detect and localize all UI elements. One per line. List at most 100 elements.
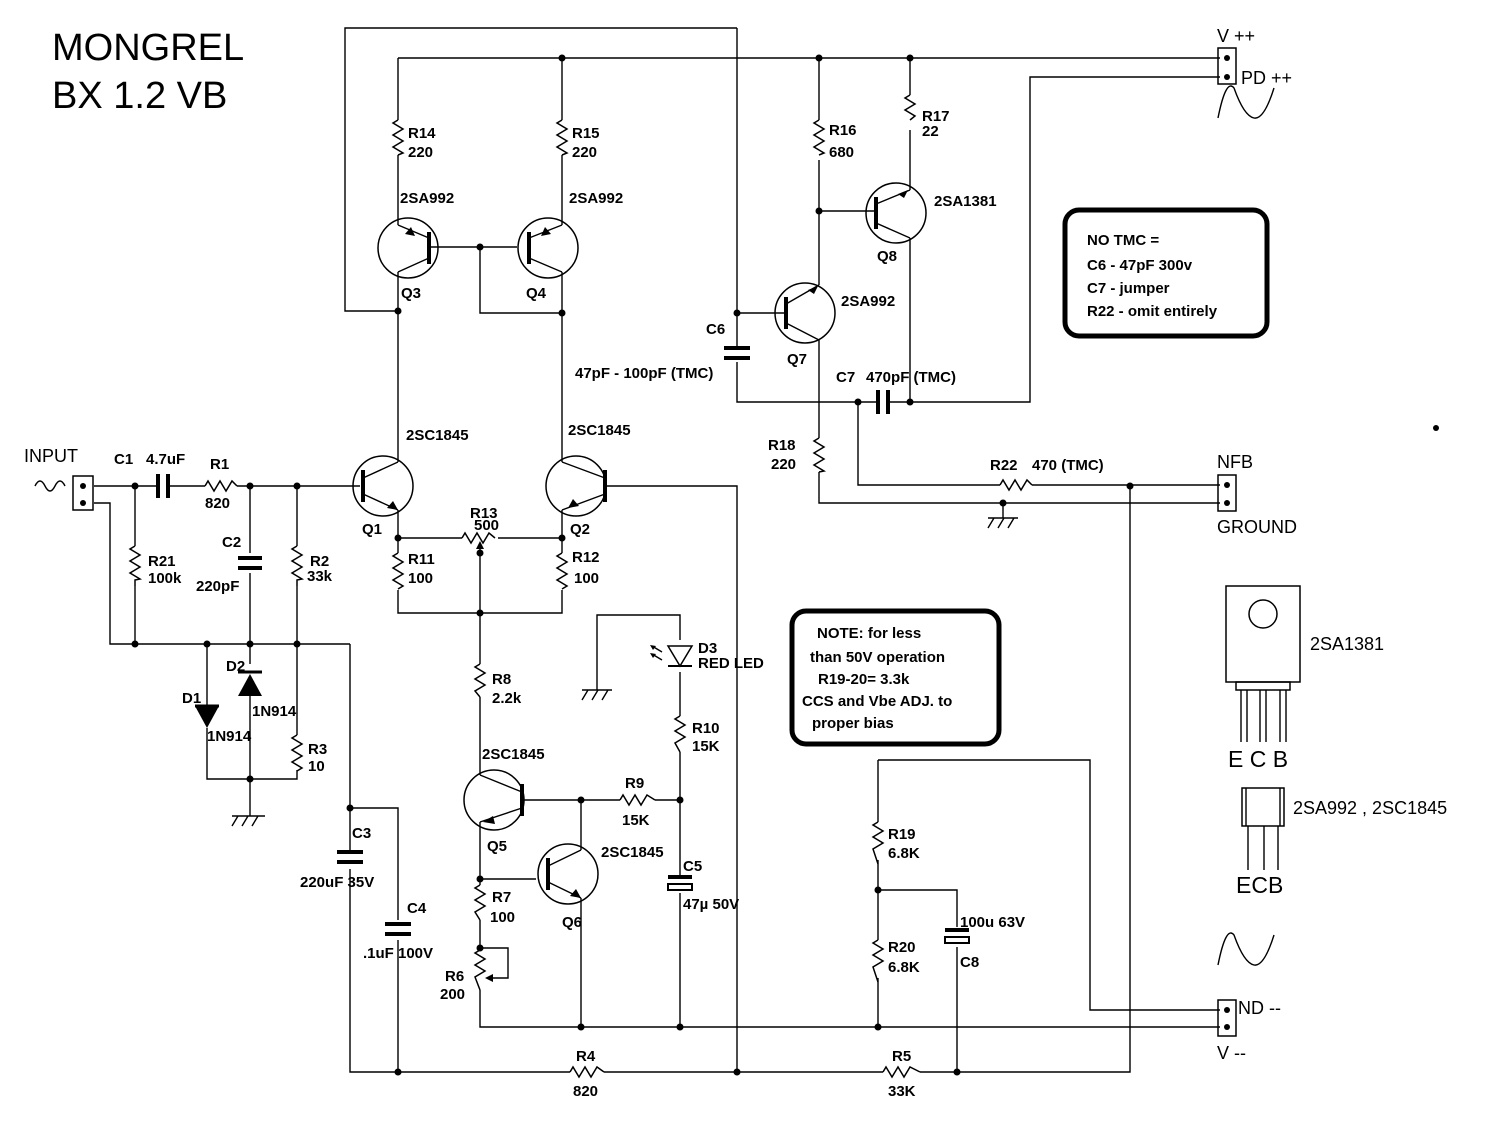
to126-package: [1225, 585, 1301, 742]
q2-ref: Q2: [570, 521, 590, 538]
r11-val: 100: [408, 570, 433, 587]
r9-ref: R9: [625, 775, 644, 792]
conn-ground: GROUND: [1217, 517, 1297, 537]
c6-val: 47pF - 100pF (TMC): [575, 365, 713, 382]
r17-val: 22: [922, 123, 939, 140]
r15-ref: R15: [572, 125, 600, 142]
q7-ref: Q7: [787, 351, 807, 368]
r15-val: 220: [572, 144, 597, 161]
note-50v-line2: than 50V operation: [810, 649, 945, 666]
r6-ref: R6: [445, 968, 464, 985]
pkg-to126-name: 2SA1381: [1310, 634, 1384, 654]
r3-val: 10: [308, 758, 325, 775]
r20-val: 6.8K: [888, 959, 920, 976]
note-tmc-line1: NO TMC =: [1087, 232, 1159, 249]
d2-ref: D2: [226, 658, 245, 675]
q3-ref: Q3: [401, 285, 421, 302]
r4-ref: R4: [576, 1048, 596, 1065]
c3-ref: C3: [352, 825, 371, 842]
transistor-bodies: [352, 182, 927, 905]
r12-ref: R12: [572, 549, 600, 566]
to92-package: [1241, 787, 1285, 870]
r10-ref: R10: [692, 720, 720, 737]
d2-part: 1N914: [252, 703, 297, 720]
pkg-to92-pins: ECB: [1236, 872, 1283, 898]
c7-val: 470pF (TMC): [866, 369, 956, 386]
c8-ref: C8: [960, 954, 979, 971]
c2-ref: C2: [222, 534, 241, 551]
q4-ref: Q4: [526, 285, 547, 302]
r18-val: 220: [771, 456, 796, 473]
c1-val: 4.7uF: [146, 451, 185, 468]
c5-val: 47µ 50V: [683, 896, 739, 913]
c6-ref: C6: [706, 321, 725, 338]
conn-pdpp: PD ++: [1241, 68, 1292, 88]
note-tmc-line2: C6 - 47pF 300v: [1087, 257, 1193, 274]
q6-part: 2SC1845: [601, 844, 664, 861]
q1-part: 2SC1845: [406, 427, 469, 444]
r4-val: 820: [573, 1083, 598, 1100]
r1-val: 820: [205, 495, 230, 512]
r5-ref: R5: [892, 1048, 911, 1065]
r16-val: 680: [829, 144, 854, 161]
d1-ref: D1: [182, 690, 201, 707]
c4-val: .1uF 100V: [363, 945, 433, 962]
q1-ref: Q1: [362, 521, 382, 538]
r17-ref: R17: [922, 108, 950, 125]
title-line2: BX 1.2 VB: [52, 75, 227, 117]
r14-val: 220: [408, 144, 433, 161]
r22-ref: R22: [990, 457, 1018, 474]
connector-bodies: [34, 47, 1275, 1037]
q3-part: 2SA992: [400, 190, 454, 207]
r2-ref: R2: [310, 553, 329, 570]
q7-part: 2SA992: [841, 293, 895, 310]
r18-ref: R18: [768, 437, 796, 454]
pkg-to92-name: 2SA992 , 2SC1845: [1293, 798, 1447, 818]
r21-ref: R21: [148, 553, 176, 570]
q8-ref: Q8: [877, 248, 897, 265]
junctions: [131, 54, 1439, 1076]
r9-val: 15K: [622, 812, 650, 829]
r13-ref: R13: [470, 505, 498, 522]
diode-bodies: [195, 645, 694, 728]
d3-ref: D3: [698, 640, 717, 657]
r11-ref: R11: [408, 551, 435, 568]
r8-val: 2.2k: [492, 690, 522, 707]
pkg-to126-pins: E C B: [1228, 746, 1288, 772]
conn-vpp: V ++: [1217, 26, 1255, 46]
r14-ref: R14: [408, 125, 436, 142]
r3-ref: R3: [308, 741, 327, 758]
r12-val: 100: [574, 570, 599, 587]
note-50v-line4: CCS and Vbe ADJ. to: [802, 693, 952, 710]
r22-val: 470 (TMC): [1032, 457, 1104, 474]
q2-part: 2SC1845: [568, 422, 631, 439]
q4-part: 2SA992: [569, 190, 623, 207]
r7-val: 100: [490, 909, 515, 926]
q5-ref: Q5: [487, 838, 507, 855]
r7-ref: R7: [492, 889, 511, 906]
r6-val: 200: [440, 986, 465, 1003]
r19-val: 6.8K: [888, 845, 920, 862]
conn-nfb: NFB: [1217, 452, 1253, 472]
q5-part: 2SC1845: [482, 746, 545, 763]
c3-val: 220uF 35V: [300, 874, 374, 891]
c7-ref: C7: [836, 369, 855, 386]
q8-part: 2SA1381: [934, 193, 997, 210]
r20-ref: R20: [888, 939, 916, 956]
c2-val: 220pF: [196, 578, 239, 595]
capacitor-bodies: [150, 346, 970, 944]
r21-val: 100k: [148, 570, 182, 587]
conn-input: INPUT: [24, 446, 78, 466]
d1-part: 1N914: [207, 728, 252, 745]
r1-ref: R1: [210, 456, 229, 473]
r16-ref: R16: [829, 122, 857, 139]
note-50v-line1: NOTE: for less: [817, 625, 921, 642]
c1-ref: C1: [114, 451, 133, 468]
labels: V ++ PD ++ INPUT NFB GROUND ND -- V -- R…: [24, 26, 1447, 1100]
note-tmc-box: [1062, 207, 1270, 339]
r8-ref: R8: [492, 671, 511, 688]
note-tmc-line4: R22 - omit entirely: [1087, 303, 1218, 320]
note-50v-line3: R19-20= 3.3k: [818, 671, 910, 688]
title-line1: MONGREL: [52, 27, 244, 69]
